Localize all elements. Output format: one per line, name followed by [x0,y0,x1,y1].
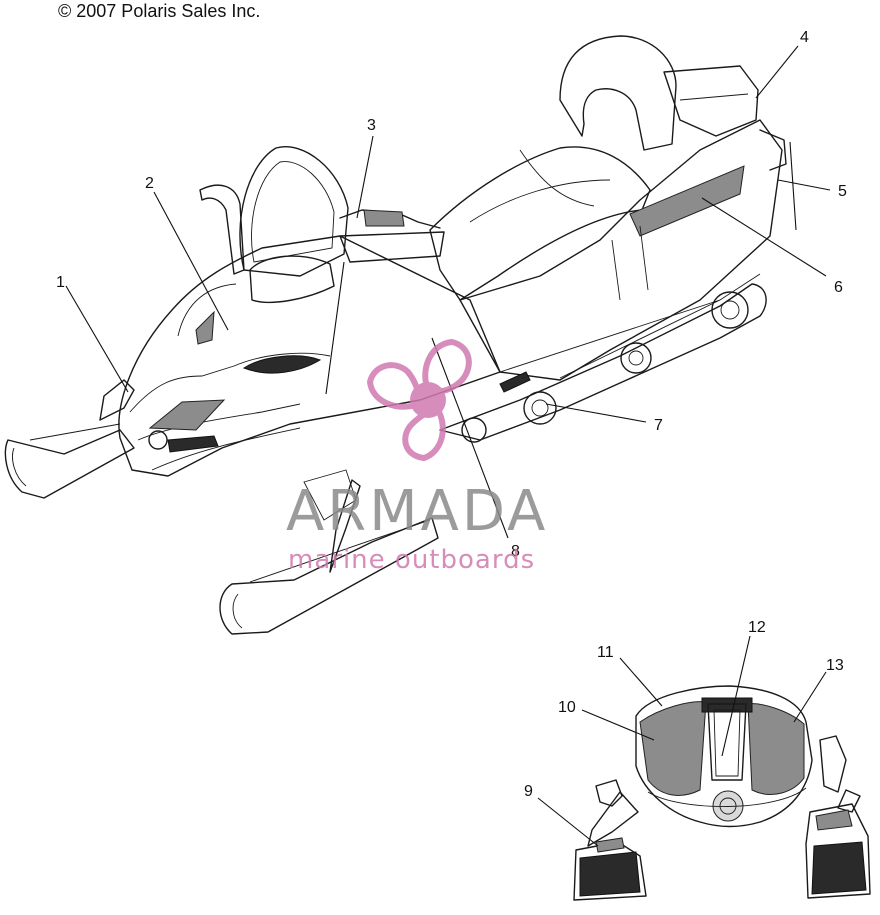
callout-1: 1 [56,274,65,291]
callout-5: 5 [838,183,847,200]
copyright-text: © 2007 Polaris Sales Inc. [58,1,261,21]
leader-lines-inset [537,635,827,847]
snowmobile-main-view [4,35,787,635]
callout-4: 4 [800,29,809,46]
seat [429,35,759,301]
track-suspension [439,283,767,443]
snowmobile-front-view [573,685,871,901]
callout-labels-inset: 9 10 11 12 13 [524,619,844,800]
callout-9: 9 [524,783,533,800]
tunnel [459,119,787,381]
callout-12: 12 [748,619,766,636]
callout-11: 11 [597,644,614,661]
callout-2: 2 [145,175,154,192]
propeller-logo [366,338,472,462]
callout-7: 7 [654,417,663,434]
callout-3: 3 [367,117,376,134]
callout-6: 6 [834,279,843,296]
handlebar [339,209,445,263]
callout-10: 10 [558,699,576,716]
callout-8: 8 [511,543,520,560]
hood [118,235,501,477]
right-ski [219,469,439,635]
callout-13: 13 [826,657,844,674]
callout-labels-main: 1 2 3 4 5 6 7 8 [56,29,847,560]
windshield [199,146,349,303]
armada-watermark: ARMADA marine outboards [286,338,548,575]
watermark-brand: ARMADA [286,479,548,544]
watermark-tagline: marine outboards [288,545,535,575]
left-ski [4,379,135,499]
leader-lines-main [65,45,831,539]
